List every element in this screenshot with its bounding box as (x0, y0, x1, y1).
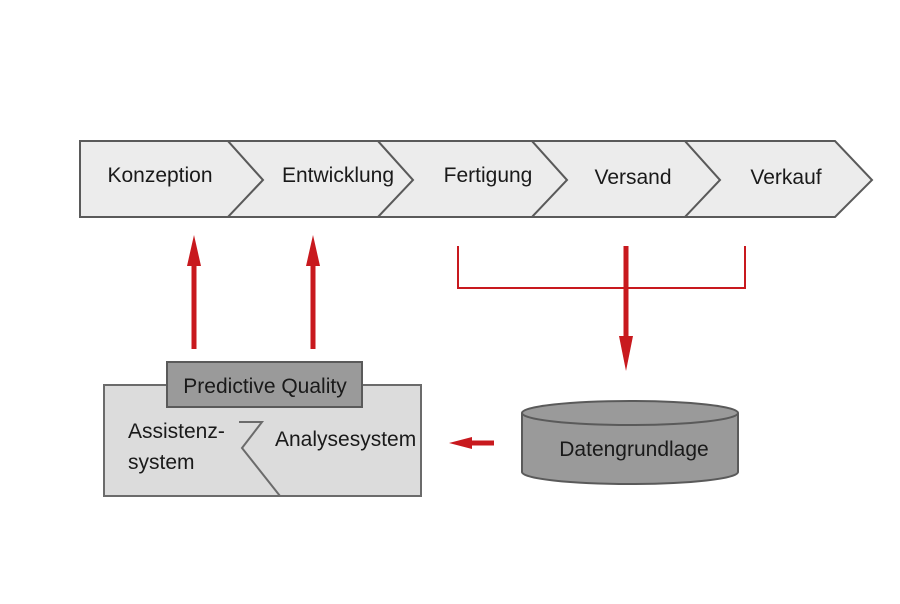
process-step-label: Entwicklung (282, 164, 394, 187)
arrow-to-konzeption-head (187, 235, 201, 266)
assist-analysis-divider (239, 421, 281, 497)
arrow-to-database-head (619, 336, 633, 371)
predictive-quality-header (166, 361, 363, 408)
process-step-label: Verkauf (750, 166, 821, 189)
datengrundlage-label: Datengrundlage (559, 438, 708, 461)
database-top (521, 400, 739, 426)
process-step-label: Fertigung (444, 164, 533, 187)
process-step-label: Konzeption (107, 164, 212, 187)
process-step-verkauf (682, 140, 874, 218)
assistenzsystem-label: Assistenz- (128, 420, 225, 443)
arrow-to-analysis-head (449, 437, 472, 449)
process-chain: Konzeption Entwicklung Fertigung Versand… (79, 140, 874, 218)
datengrundlage-cylinder: Datengrundlage (521, 400, 739, 485)
analysesystem-label: Analysesystem (275, 428, 416, 451)
assistenzsystem-label: system (128, 451, 195, 474)
predictive-quality-title: Predictive Quality (183, 375, 347, 398)
database-body (521, 413, 739, 485)
arrow-to-entwicklung-head (306, 235, 320, 266)
predictive-quality-block: Predictive Quality Assistenz- system Ana… (103, 361, 422, 497)
data-collection-bracket (457, 246, 746, 289)
process-step-label: Versand (594, 166, 671, 189)
